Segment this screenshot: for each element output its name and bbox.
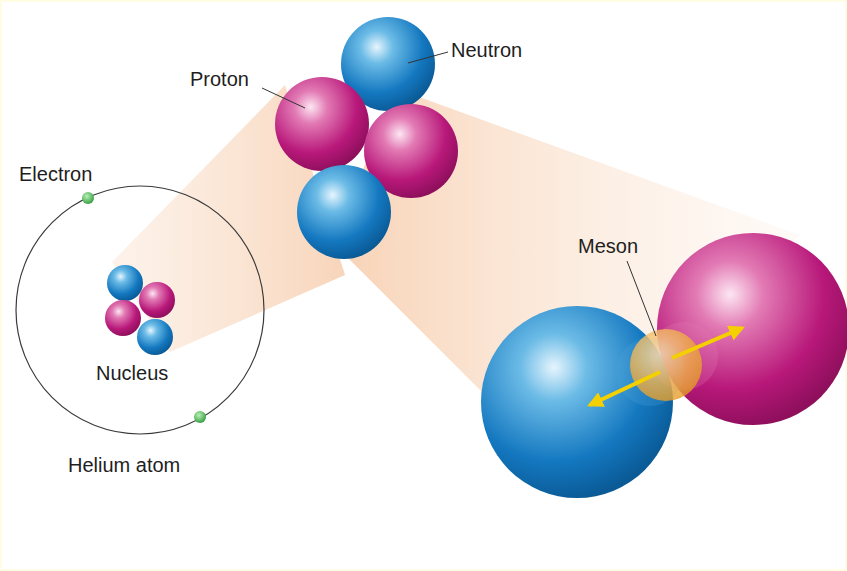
electron [82,192,94,204]
part-label: Nucleus [96,361,168,385]
exchange-arrow [672,328,742,358]
neutron-sphere [297,165,391,259]
part-label: Helium atom [68,453,180,477]
part-label: Electron [19,162,92,186]
neutron-sphere [137,319,173,355]
leader-line [627,261,656,336]
neutron-sphere [107,265,143,301]
exchange-arrow [590,372,660,405]
proton-sphere [275,77,369,171]
electron-orbit [16,186,264,434]
leader-line [262,88,305,108]
part-label: Meson [578,234,638,258]
part-label: Proton [190,67,249,91]
meson-sphere [630,329,702,401]
proton-sphere [105,300,141,336]
part-label: Neutron [451,38,522,62]
electron [194,411,206,423]
proton-sphere [139,282,175,318]
leader-line [408,52,448,63]
